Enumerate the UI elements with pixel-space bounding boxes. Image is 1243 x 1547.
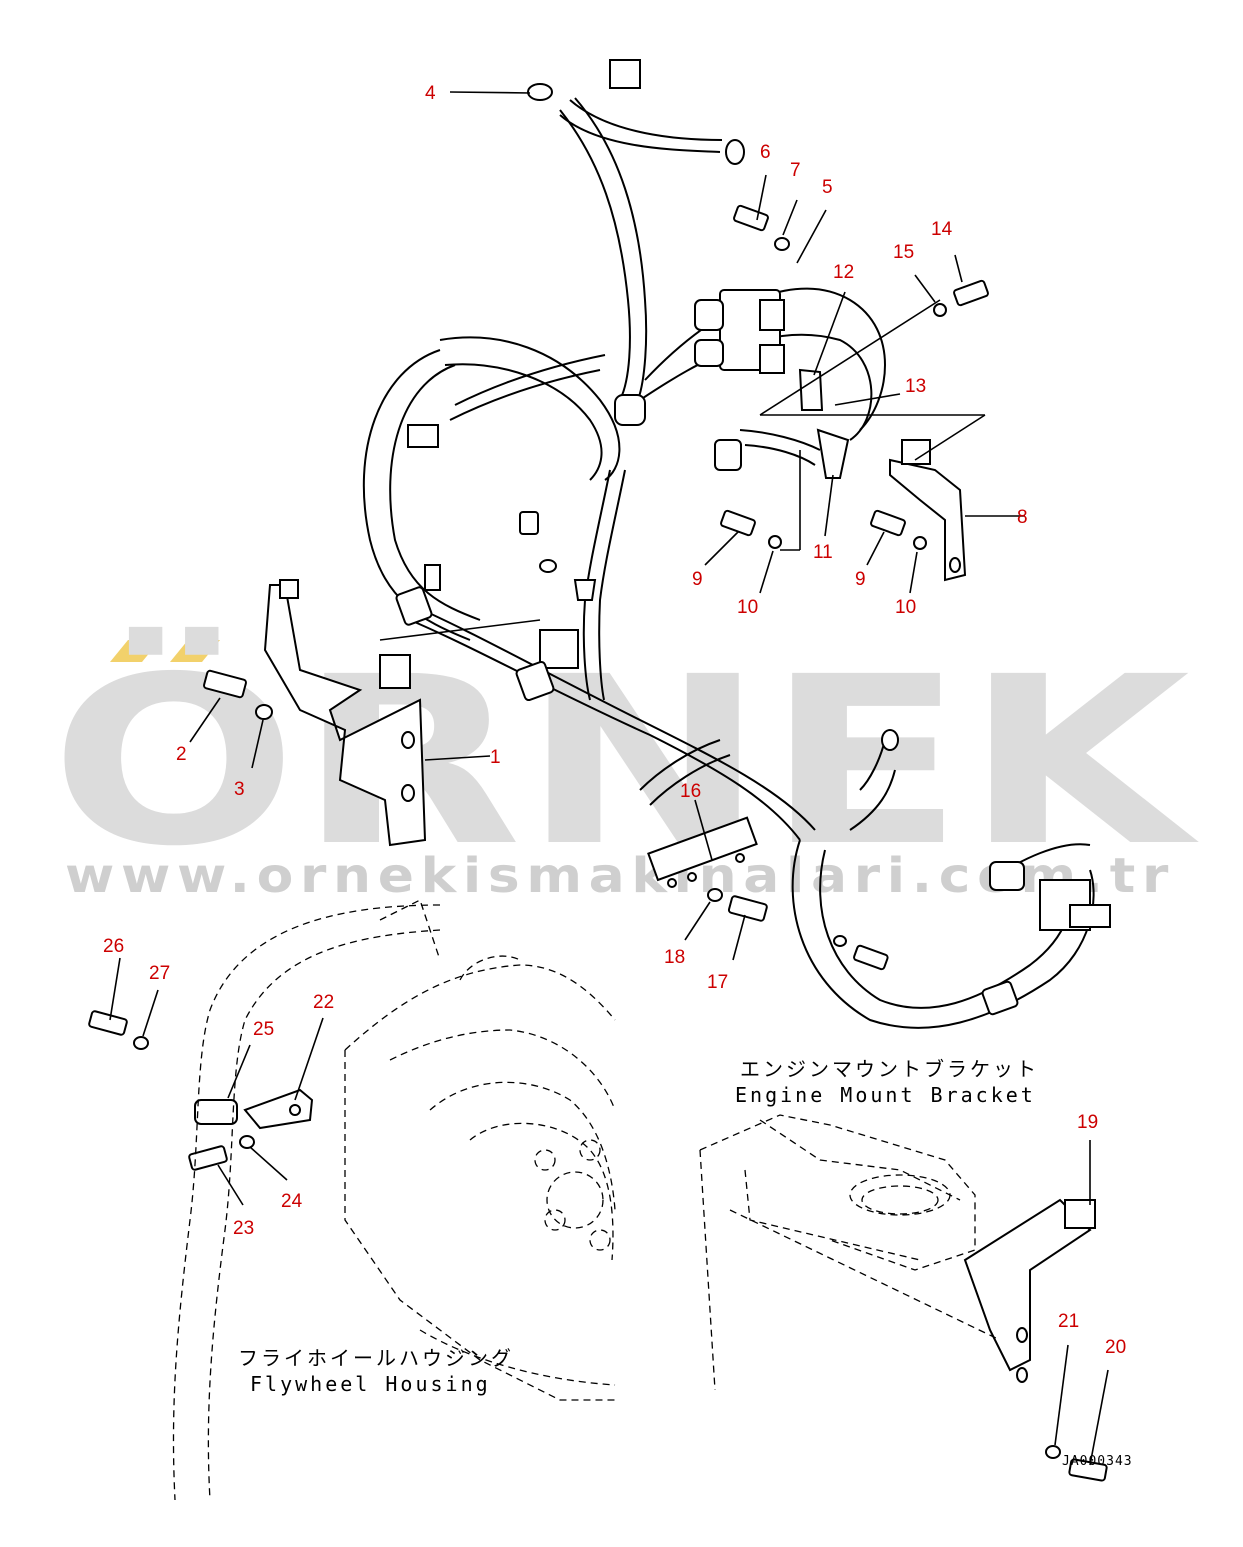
callout-18: 18 [664, 947, 685, 968]
callout-20: 20 [1105, 1337, 1126, 1358]
callout-22: 22 [313, 992, 334, 1013]
callout-11: 11 [813, 542, 833, 563]
watermark-accent-right [170, 640, 220, 662]
callout-10b: 10 [895, 597, 916, 618]
connectors [395, 59, 1111, 1016]
engine-mount-label-jp: エンジンマウントブラケット [740, 1057, 1039, 1081]
callout-5: 5 [822, 177, 833, 198]
callout-17: 17 [707, 972, 728, 993]
callout-26: 26 [103, 936, 124, 957]
callout-16: 16 [680, 781, 701, 802]
text-labels: エンジンマウントブラケット Engine Mount Bracket フライホイ… [238, 1057, 1133, 1469]
callouts: 1 2 3 4 5 6 7 8 9 9 10 10 11 12 13 14 15… [103, 83, 1126, 1358]
watermark: ÖRNEK www.ornekismakinalari.com.tr [50, 626, 1199, 904]
callout-21: 21 [1058, 1311, 1079, 1332]
callout-12: 12 [833, 262, 854, 283]
callout-10a: 10 [737, 597, 758, 618]
callout-19: 19 [1077, 1112, 1098, 1133]
flywheel-hose [172, 904, 441, 1501]
callout-9a: 9 [692, 569, 703, 590]
callout-8: 8 [1017, 507, 1028, 528]
flywheel-label-jp: フライホイールハウジング [238, 1346, 514, 1370]
callout-24: 24 [281, 1191, 303, 1212]
watermark-brand: ÖRNEK [50, 626, 1199, 897]
engine-mount-label-en: Engine Mount Bracket [735, 1083, 1036, 1107]
callout-4: 4 [425, 83, 436, 104]
flywheel-housing [344, 899, 616, 1401]
engine-mount-bracket [699, 1114, 1001, 1391]
callout-9b: 9 [855, 569, 866, 590]
callout-14: 14 [931, 219, 953, 240]
callout-2: 2 [176, 744, 187, 765]
callout-3: 3 [234, 779, 245, 800]
leader-lines [109, 91, 1109, 1466]
callout-15: 15 [893, 242, 914, 263]
callout-23: 23 [233, 1218, 254, 1239]
watermark-url: www.ornekismakinalari.com.tr [65, 848, 1175, 904]
flywheel-label-en: Flywheel Housing [250, 1372, 491, 1396]
callout-27: 27 [149, 963, 170, 984]
callout-1: 1 [490, 747, 501, 768]
drawing-code: JA000343 [1062, 1454, 1133, 1469]
callout-25: 25 [253, 1019, 274, 1040]
callout-7: 7 [790, 160, 801, 181]
watermark-accent-left [110, 640, 160, 662]
fasteners [88, 204, 1108, 1482]
callout-6: 6 [760, 142, 771, 163]
callout-13: 13 [905, 376, 926, 397]
